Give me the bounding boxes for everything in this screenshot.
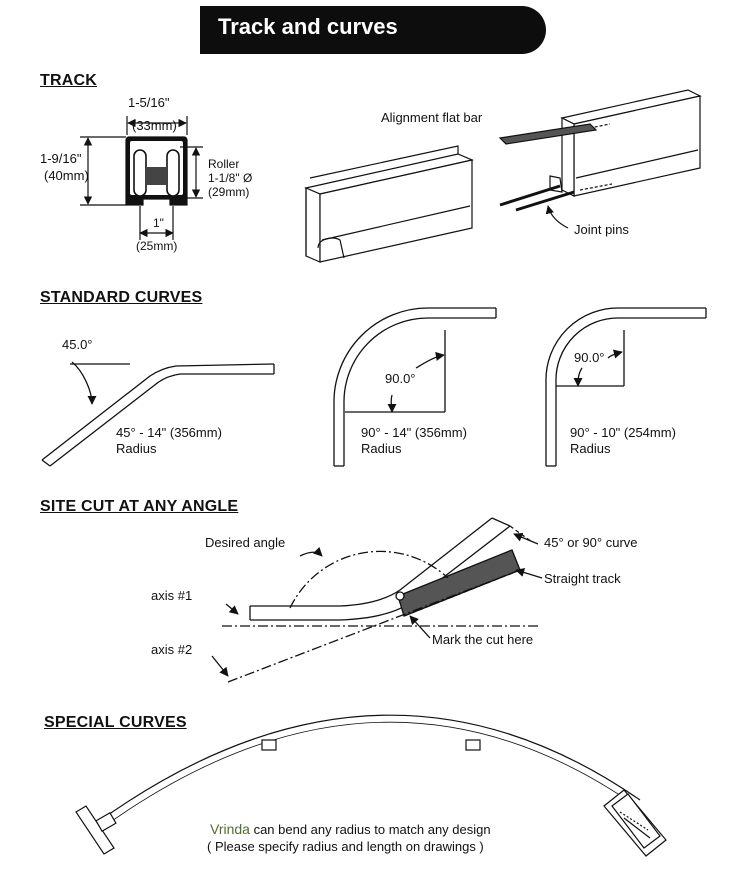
site-cut-diagram — [211, 517, 543, 683]
track-isometric-joined — [498, 89, 702, 229]
axis-1-label: axis #1 — [151, 588, 193, 603]
roller-diameter: 1-1/8" Ø — [208, 171, 253, 185]
curve-45-spec: 45° - 14" (356mm) — [116, 425, 222, 440]
page-title: Track and curves — [218, 14, 398, 39]
brand-name: Vrinda — [210, 821, 250, 837]
curve-90-14in-spec: 90° - 14" (356mm) — [361, 425, 467, 440]
curve-45-angle: 45.0° — [62, 337, 93, 352]
track-height-inches: 1-9/16" — [40, 151, 82, 166]
slot-width-inches: 1" — [153, 216, 164, 230]
track-height-mm: (40mm) — [44, 168, 89, 183]
section-track-heading: TRACK — [40, 72, 97, 89]
track-cross-section — [80, 116, 203, 240]
curve-90-10in-angle: 90.0° — [574, 350, 605, 365]
special-curve-arc — [75, 714, 667, 857]
roller-label: Roller — [208, 157, 240, 171]
section-site-cut-heading: SITE CUT AT ANY ANGLE — [40, 498, 239, 515]
special-curves-caption: Vrinda can bend any radius to match any … — [210, 821, 491, 838]
end-bracket-left — [75, 805, 117, 855]
slot-width-mm: (25mm) — [136, 239, 178, 253]
joint-pins-label: Joint pins — [574, 222, 629, 237]
curve-90-14in — [333, 307, 497, 467]
track-isometric-single — [304, 145, 474, 263]
special-curves-caption-text: can bend any radius to match any design — [249, 822, 491, 837]
special-curves-note: ( Please specify radius and length on dr… — [207, 839, 484, 854]
track-width-mm: (33mm) — [132, 118, 177, 133]
desired-angle-label: Desired angle — [205, 535, 286, 550]
roller-diameter-mm: (29mm) — [208, 185, 250, 199]
curve-45 — [41, 361, 275, 467]
section-special-curves-heading: SPECIAL CURVES — [44, 714, 187, 731]
curve-90-10in-spec: 90° - 10" (254mm) — [570, 425, 676, 440]
curve-type-label: 45° or 90° curve — [544, 535, 638, 550]
curve-90-14in-angle: 90.0° — [385, 371, 416, 386]
axis-2-label: axis #2 — [151, 642, 193, 657]
alignment-flat-bar-label: Alignment flat bar — [381, 110, 483, 125]
track-width-inches: 1-5/16" — [128, 95, 170, 110]
curve-90-14in-radius: Radius — [361, 441, 402, 456]
title-banner — [200, 6, 546, 54]
mark-cut-label: Mark the cut here — [432, 632, 534, 647]
curve-90-10in-radius: Radius — [570, 441, 611, 456]
end-bracket-right — [603, 789, 667, 857]
curve-45-radius: Radius — [116, 441, 157, 456]
section-standard-curves-heading: STANDARD CURVES — [40, 289, 203, 306]
straight-track-label: Straight track — [544, 571, 621, 586]
curve-90-10in — [545, 307, 707, 467]
